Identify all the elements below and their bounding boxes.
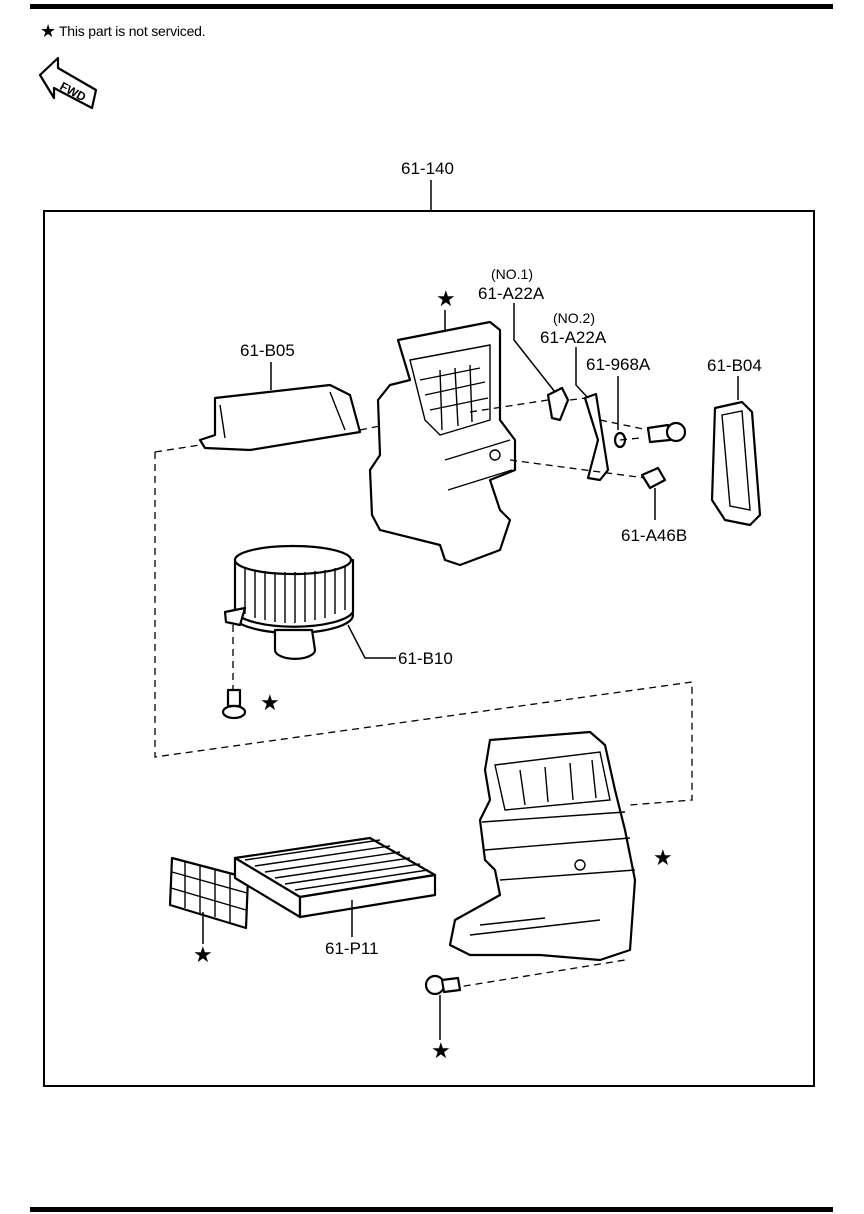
fwd-arrow-icon: FWD <box>38 56 98 110</box>
star-icon-lower-case: ★ <box>653 846 673 871</box>
screw-upper-part <box>646 421 687 444</box>
b10-leader <box>347 624 396 659</box>
screw-lower-part <box>424 974 462 996</box>
star-icon: ★ <box>40 21 56 41</box>
air-filter-part <box>233 836 437 919</box>
label-no1-part: 61-A22A <box>478 284 545 303</box>
label-a46b: 61-A46B <box>621 526 687 545</box>
blower-motor-part <box>223 544 355 660</box>
link-no2-part <box>583 392 610 482</box>
assembly-frame <box>43 210 815 1087</box>
top-rule <box>30 4 833 9</box>
lower-case-part <box>448 730 637 962</box>
no2-leader <box>575 347 589 399</box>
link-no1-part <box>546 386 570 422</box>
star-icon-screw-motor: ★ <box>260 691 280 716</box>
cover-b05-part <box>198 383 362 452</box>
label-968a: 61-968A <box>586 355 651 374</box>
star-icon-filter-cover: ★ <box>193 943 213 968</box>
screw-lower-dash <box>439 959 626 991</box>
label-b04: 61-B04 <box>707 356 762 375</box>
label-no2-part: 61-A22A <box>540 328 607 347</box>
label-no2: (NO.2) <box>553 310 595 326</box>
assembly-dash-frame <box>154 452 693 806</box>
filter-cover-part <box>168 856 250 930</box>
assembly-dash-lines <box>154 397 649 479</box>
no1-leader <box>513 303 556 393</box>
label-no1: (NO.1) <box>491 266 533 282</box>
legend-note: ★This part is not serviced. <box>40 20 206 41</box>
upper-case-part <box>368 320 517 567</box>
label-b05: 61-B05 <box>240 341 295 360</box>
label-p11: 61-P11 <box>325 939 379 958</box>
screw-motor-part <box>221 688 247 720</box>
star-icon-upper-case: ★ <box>436 287 456 312</box>
label-61-140: 61-140 <box>401 159 454 178</box>
label-b10: 61-B10 <box>398 649 453 668</box>
bottom-rule <box>30 1207 833 1212</box>
star-icon-screw-lower: ★ <box>431 1039 451 1064</box>
legend-text: This part is not serviced. <box>58 23 206 39</box>
clip-a46b-part <box>640 466 667 490</box>
